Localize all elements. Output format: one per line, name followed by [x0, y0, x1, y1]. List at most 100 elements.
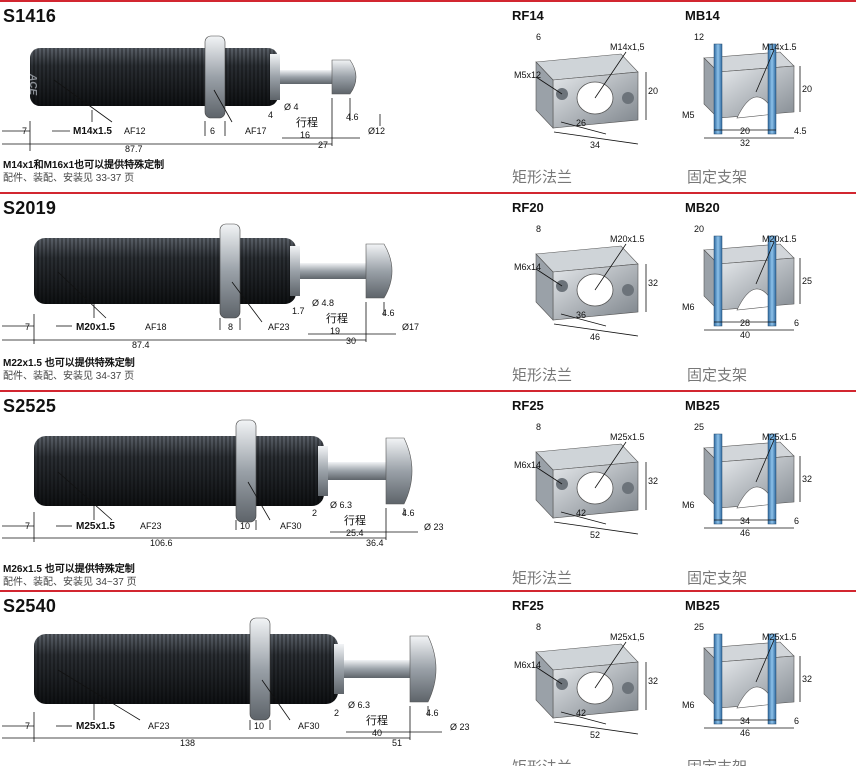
svg-text:行程: 行程	[366, 714, 388, 727]
svg-text:M6x14: M6x14	[514, 660, 541, 670]
svg-text:8: 8	[536, 224, 541, 234]
flange-title: RF14	[512, 8, 544, 23]
fixing-bracket-drawing: M20x1.5 M6 20 25 28 40 6	[682, 224, 812, 340]
rectangular-flange-drawing: M14x1,5 M5x12 6 20 26 34	[514, 32, 658, 150]
bracket-caption: 固定支架	[687, 570, 748, 587]
bracket-caption: 固定支架	[687, 169, 748, 186]
svg-text:16: 16	[300, 130, 310, 140]
svg-text:6: 6	[536, 32, 541, 42]
svg-text:M14x1,5: M14x1,5	[610, 42, 645, 52]
product-section-s2525: S2525 RF25 MB25 7	[0, 390, 856, 588]
svg-text:4: 4	[268, 110, 273, 120]
flange-title: RF20	[512, 200, 544, 215]
svg-text:8: 8	[228, 322, 233, 332]
svg-text:32: 32	[802, 674, 812, 684]
svg-text:32: 32	[648, 278, 658, 288]
svg-text:M6: M6	[682, 700, 695, 710]
svg-text:52: 52	[590, 730, 600, 740]
svg-text:M5: M5	[682, 110, 695, 120]
svg-text:Ø 23: Ø 23	[450, 722, 470, 732]
svg-text:6: 6	[794, 516, 799, 526]
shock-absorber-drawing: 7 M25x1.5 AF23 10 AF30 2 Ø 6.3 行程 40 4.6…	[2, 617, 470, 748]
piston-rod	[280, 70, 332, 84]
bracket-caption: 固定支架	[687, 367, 748, 384]
svg-text:10: 10	[240, 521, 250, 531]
svg-text:Ø 6.3: Ø 6.3	[348, 700, 370, 710]
svg-text:27: 27	[318, 140, 328, 150]
bracket-title: MB25	[685, 398, 720, 413]
fixing-bracket-drawing: M25x1.5 M6 25 32 34 46 6	[682, 622, 812, 738]
svg-text:AF23: AF23	[148, 721, 170, 731]
rectangular-flange-drawing: M25x1,5 M6x14 8 32 42 52	[514, 622, 658, 740]
svg-text:42: 42	[576, 508, 586, 518]
bracket-title: MB20	[685, 200, 720, 215]
svg-text:M25x1.5: M25x1.5	[762, 432, 797, 442]
page-reference-note: 配件、装配、安装见 33-37 页	[3, 173, 135, 184]
svg-text:25: 25	[694, 622, 704, 632]
svg-text:19: 19	[330, 326, 340, 336]
svg-text:4.6: 4.6	[382, 308, 395, 318]
svg-text:20: 20	[802, 84, 812, 94]
svg-text:34: 34	[590, 140, 600, 150]
svg-text:M14x1.5: M14x1.5	[762, 42, 797, 52]
svg-text:2: 2	[334, 708, 339, 718]
svg-text:34: 34	[740, 716, 750, 726]
svg-text:Ø12: Ø12	[368, 126, 385, 136]
svg-text:M20x1.5: M20x1.5	[76, 322, 115, 333]
page-reference-note: 配件、装配、安装见 34~37 页	[3, 577, 137, 588]
svg-text:M20x1.5: M20x1.5	[762, 234, 797, 244]
svg-text:20: 20	[648, 86, 658, 96]
svg-text:AF23: AF23	[268, 322, 290, 332]
svg-text:M25x1.5: M25x1.5	[76, 721, 115, 732]
svg-text:20: 20	[740, 126, 750, 136]
svg-text:M6: M6	[682, 500, 695, 510]
svg-text:138: 138	[180, 738, 195, 748]
svg-text:106.6: 106.6	[150, 538, 173, 548]
section-divider	[0, 0, 856, 2]
svg-text:25.4: 25.4	[346, 528, 364, 538]
svg-text:25: 25	[694, 422, 704, 432]
svg-text:行程: 行程	[326, 312, 348, 325]
bracket-caption: 固定支架	[687, 756, 747, 766]
svg-text:7: 7	[25, 521, 30, 531]
svg-text:AF17: AF17	[245, 126, 267, 136]
svg-text:8: 8	[536, 422, 541, 432]
svg-text:6: 6	[210, 126, 215, 136]
svg-text:8: 8	[536, 622, 541, 632]
svg-text:42: 42	[576, 708, 586, 718]
svg-text:46: 46	[740, 528, 750, 538]
product-section-s2019: S2019 RF20 MB20 7	[0, 192, 856, 389]
svg-text:AF18: AF18	[145, 322, 167, 332]
svg-text:4.5: 4.5	[794, 126, 807, 136]
svg-text:AF23: AF23	[140, 521, 162, 531]
svg-text:4.6: 4.6	[346, 112, 359, 122]
svg-text:12: 12	[694, 32, 704, 42]
model-title: S2019	[3, 198, 57, 218]
page-reference-note: 配件、装配、安装见 34-37 页	[3, 371, 135, 382]
svg-text:20: 20	[694, 224, 704, 234]
svg-text:M6x14: M6x14	[514, 262, 541, 272]
shock-absorber-drawing: ACE 7 M14x1.5 AF12 6 AF17 4 Ø 4 行程 16 4.…	[2, 35, 385, 154]
svg-text:4.6: 4.6	[402, 508, 415, 518]
special-order-note: M14x1和M16x1也可以提供特殊定制	[3, 160, 165, 171]
svg-text:1.7: 1.7	[292, 306, 305, 316]
model-title: S2540	[3, 596, 57, 616]
svg-text:M20x1.5: M20x1.5	[610, 234, 645, 244]
shock-absorber-drawing: 7 M25x1.5 AF23 10 AF30 2 Ø 6.3 行程 25.4 4…	[2, 419, 444, 548]
svg-text:34: 34	[740, 516, 750, 526]
svg-text:7: 7	[25, 322, 30, 332]
rectangular-flange-drawing: M20x1.5 M6x14 8 32 36 46	[514, 224, 658, 342]
flange-caption: 矩形法兰	[512, 367, 573, 384]
svg-text:M25x1.5: M25x1.5	[762, 632, 797, 642]
svg-text:40: 40	[372, 728, 382, 738]
lock-nut	[204, 35, 226, 119]
svg-text:87.4: 87.4	[132, 340, 150, 350]
flange-title: RF25	[512, 598, 544, 613]
svg-text:87.7: 87.7	[125, 144, 143, 154]
svg-text:32: 32	[648, 676, 658, 686]
svg-text:6: 6	[794, 318, 799, 328]
svg-text:行程: 行程	[296, 116, 318, 129]
svg-text:Ø 4.8: Ø 4.8	[312, 298, 334, 308]
svg-text:30: 30	[346, 336, 356, 346]
svg-text:M6x14: M6x14	[514, 460, 541, 470]
